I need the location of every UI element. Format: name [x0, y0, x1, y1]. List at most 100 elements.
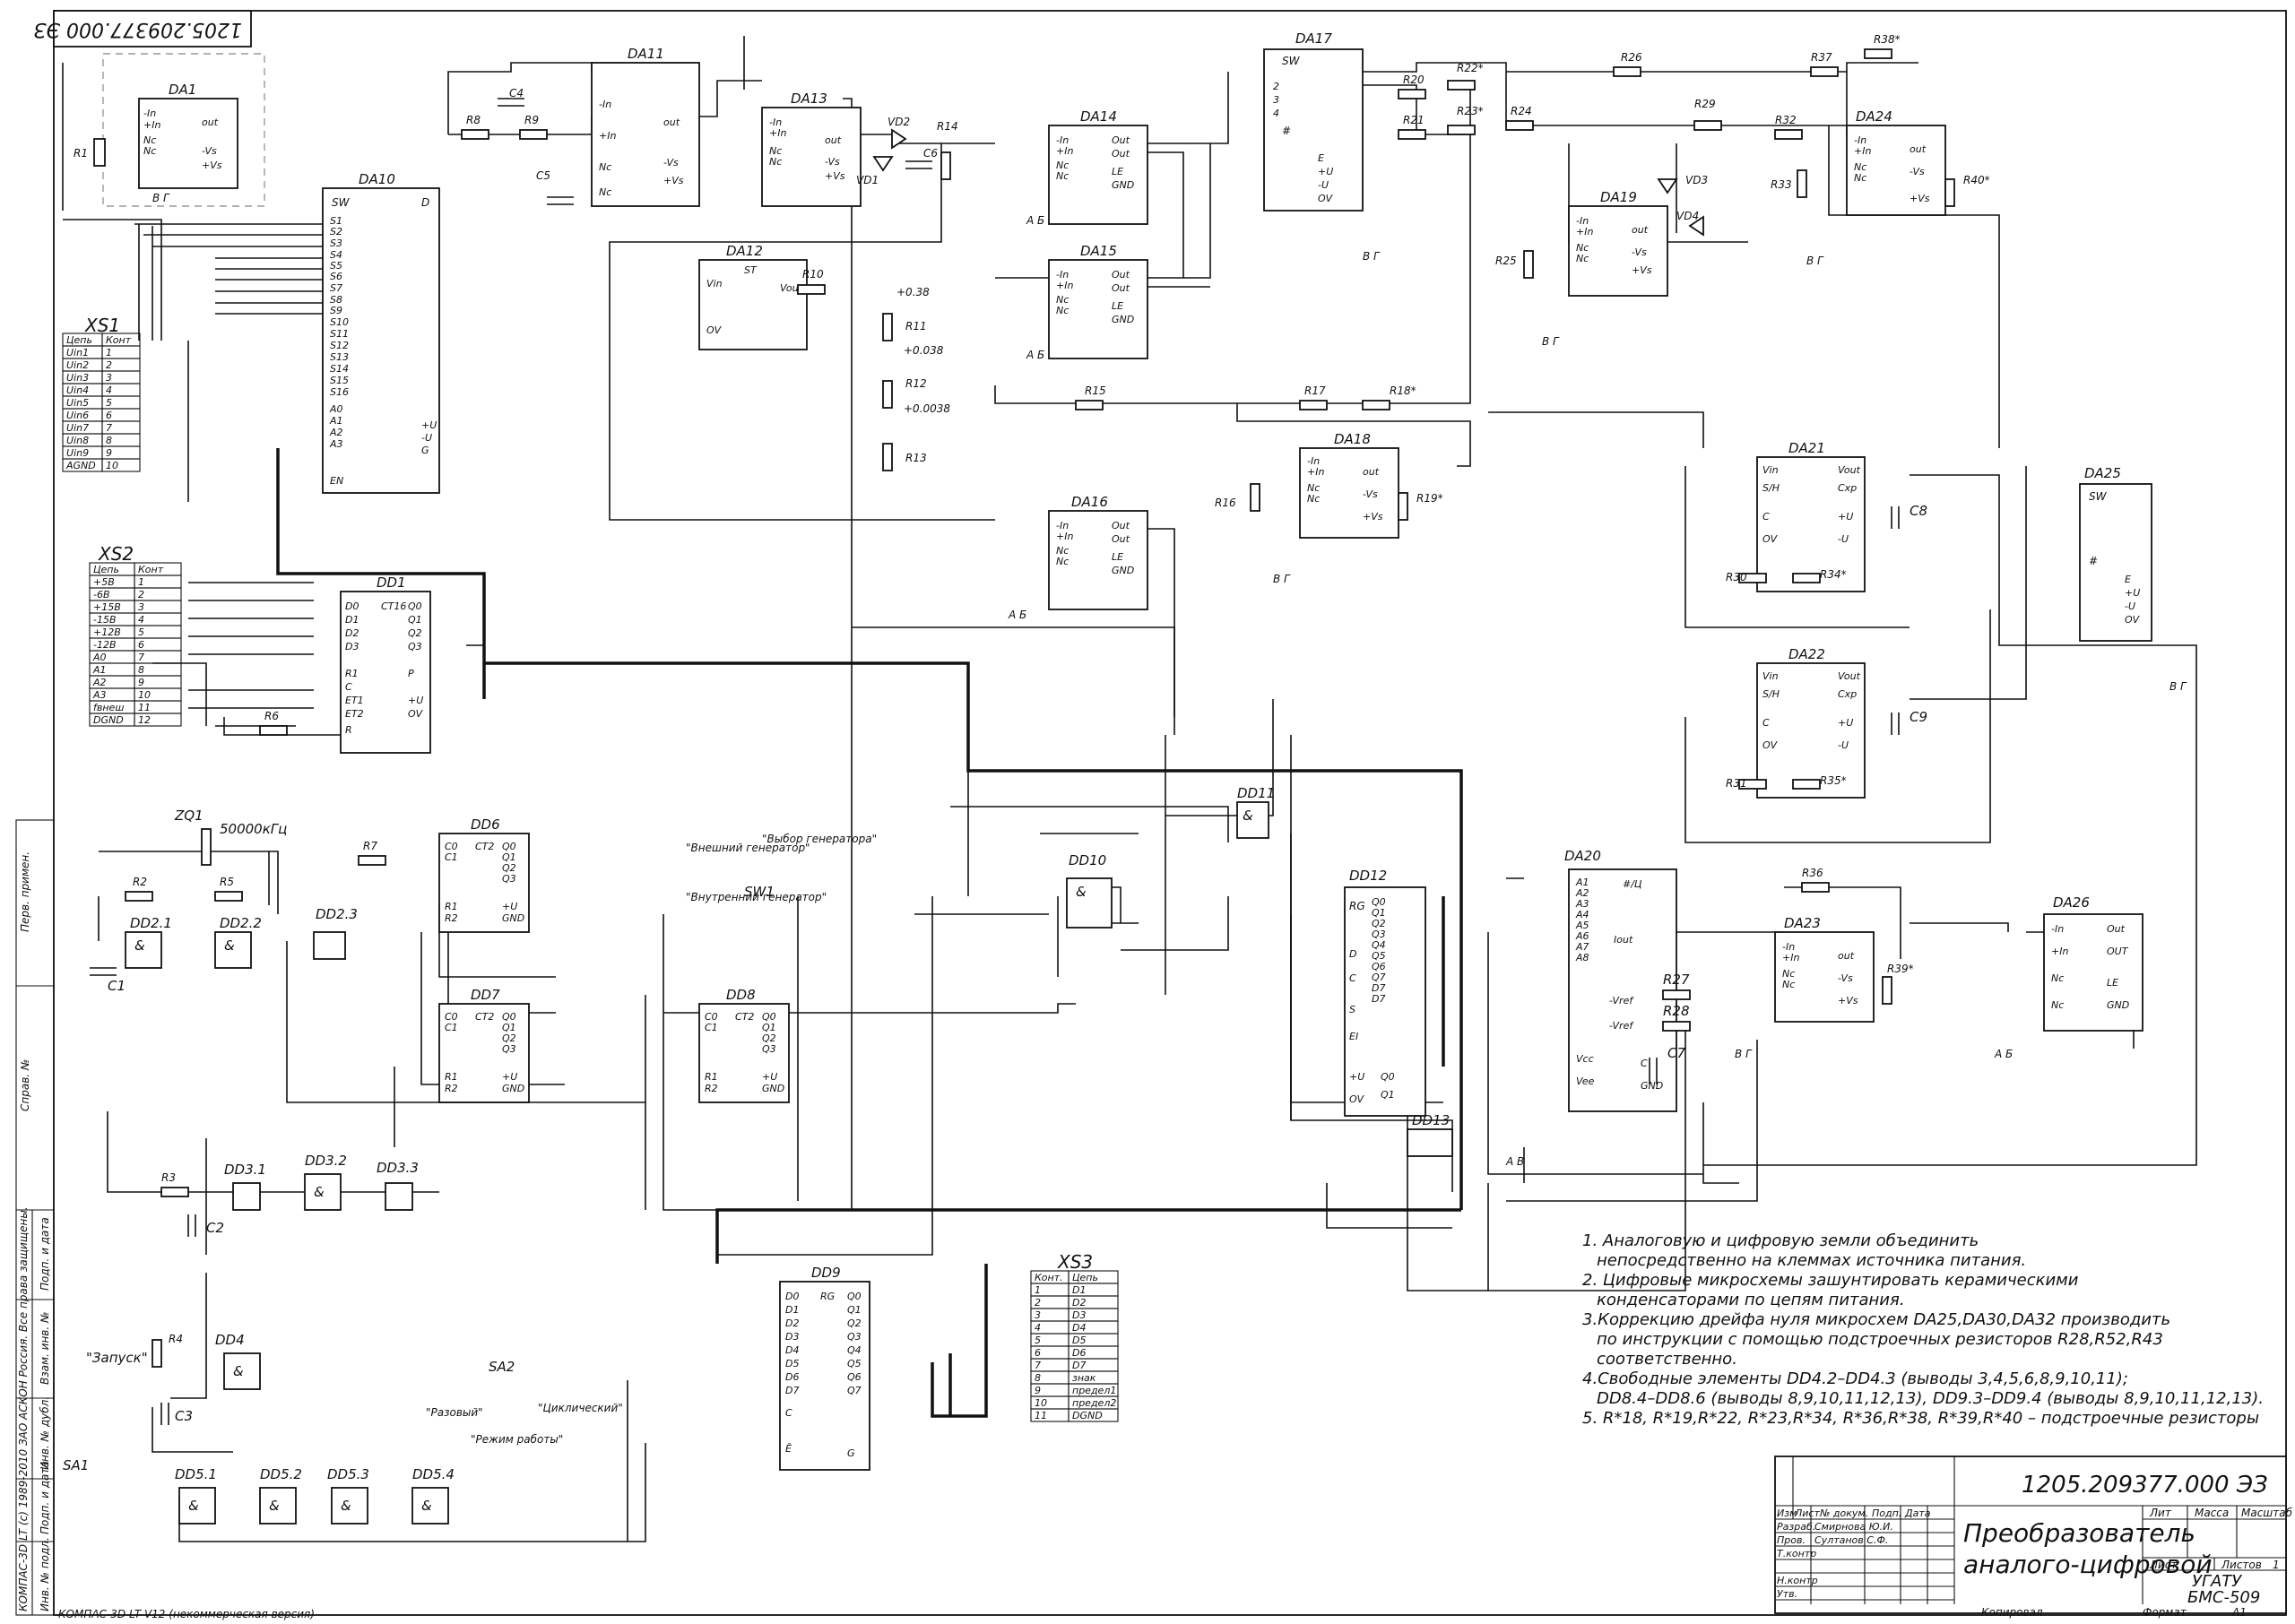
- svg-text:S16: S16: [330, 386, 349, 398]
- xs1-cell: AGND: [65, 460, 96, 471]
- svg-text:Iout: Iout: [1614, 934, 1633, 946]
- svg-text:Q1: Q1: [1372, 907, 1386, 919]
- svg-text:+U: +U: [502, 1071, 517, 1083]
- dd2-3-label: DD2.3: [316, 906, 358, 922]
- svg-text:-In: -In: [1782, 941, 1795, 953]
- svg-text:-Vs: -Vs: [1363, 488, 1378, 500]
- svg-text:S14: S14: [330, 363, 349, 375]
- xs2-cell: 7: [138, 652, 144, 663]
- svg-text:-In: -In: [1056, 269, 1069, 281]
- svg-text:Nc: Nc: [1782, 968, 1795, 980]
- xs2-cell: 1: [138, 576, 144, 588]
- svg-text:Q2: Q2: [847, 1317, 862, 1329]
- xs3-cell: D5: [1072, 1335, 1086, 1346]
- svg-text:Nc: Nc: [1307, 493, 1320, 505]
- svg-text:GND: GND: [1112, 565, 1134, 576]
- svg-text:Vout: Vout: [1838, 464, 1861, 476]
- svg-text:OV: OV: [1318, 193, 1334, 204]
- svg-text:A7: A7: [1575, 941, 1589, 953]
- svg-text:EI: EI: [1349, 1031, 1358, 1042]
- svg-text:out: out: [1910, 143, 1927, 155]
- xs3-cell: 8: [1035, 1372, 1041, 1384]
- svg-text:-Vs: -Vs: [1838, 972, 1853, 984]
- dd12-label: DD12: [1349, 868, 1387, 884]
- xs3-cell: 1: [1035, 1284, 1041, 1296]
- da25-vg: В Г: [2169, 680, 2187, 693]
- svg-text:&: &: [134, 937, 145, 954]
- stamp-title-line1: Преобразователь: [1963, 1518, 2195, 1548]
- svg-text:R1: R1: [345, 668, 359, 679]
- svg-text:Nc: Nc: [1056, 294, 1069, 306]
- svg-text:CT2: CT2: [475, 841, 494, 852]
- svg-text:-U: -U: [421, 432, 432, 444]
- xs3-cell: 9: [1035, 1385, 1041, 1396]
- svg-text:A2: A2: [1575, 887, 1589, 899]
- svg-text:+In: +In: [1576, 226, 1593, 238]
- dd5-2-label: DD5.2: [260, 1466, 302, 1482]
- svg-text:D0: D0: [785, 1291, 799, 1302]
- svg-text:Vin: Vin: [1762, 670, 1779, 682]
- svg-text:-U: -U: [1838, 739, 1849, 751]
- svg-text:+U: +U: [762, 1071, 777, 1083]
- svg-text:R36: R36: [1802, 867, 1823, 879]
- xs1-cell: Uin8: [66, 435, 89, 446]
- da15-label: DA15: [1080, 243, 1117, 259]
- dd2-3-box: [313, 931, 346, 960]
- svg-text:D5: D5: [785, 1358, 799, 1369]
- svg-text:Н.контр: Н.контр: [1777, 1575, 1818, 1586]
- svg-text:R10: R10: [802, 268, 824, 281]
- svg-text:Q0: Q0: [502, 1011, 516, 1023]
- svg-text:GND: GND: [1112, 314, 1134, 325]
- svg-text:Nc: Nc: [1854, 172, 1866, 184]
- da11-box: [591, 62, 700, 207]
- svg-text:C0: C0: [705, 1011, 718, 1023]
- svg-text:D3: D3: [345, 641, 359, 652]
- svg-text:S12: S12: [330, 340, 349, 351]
- svg-text:OUT: OUT: [2107, 946, 2129, 957]
- svg-text:+U: +U: [421, 419, 437, 431]
- svg-text:Q2: Q2: [762, 1032, 776, 1044]
- svg-text:GND: GND: [502, 912, 524, 924]
- stamp-group: БМС-509: [2187, 1588, 2260, 1607]
- svg-text:Nc: Nc: [1576, 242, 1589, 254]
- svg-text:D6: D6: [785, 1371, 799, 1383]
- da20-ab: А В: [1505, 1155, 1524, 1168]
- svg-text:A0: A0: [329, 403, 343, 415]
- capacitors: C1 C2 C3 C4 C5 C6 C7 C8 C9: [90, 87, 1927, 1425]
- footer-software: КОМПАС-3D LT V12 (некоммерческая версия): [58, 1608, 315, 1620]
- zq1-label: ZQ1: [174, 808, 204, 824]
- side-vzam-inv: Взам. инв. №: [39, 1312, 51, 1385]
- dd11-box: [1236, 801, 1269, 839]
- svg-text:Q2: Q2: [502, 1032, 516, 1044]
- note-line: конденсаторами по цепям питания.: [1597, 1291, 1905, 1309]
- svg-text:Vout: Vout: [1838, 670, 1861, 682]
- svg-text:OV: OV: [2125, 614, 2141, 626]
- dd5-4-label: DD5.4: [412, 1466, 455, 1482]
- dd1-label: DD1: [377, 574, 406, 591]
- svg-text:+U: +U: [1838, 717, 1853, 729]
- svg-text:-U: -U: [1838, 533, 1849, 545]
- xs1-label: XS1: [84, 315, 120, 336]
- da22-label: DA22: [1788, 646, 1825, 662]
- svg-text:Nc: Nc: [599, 161, 611, 173]
- svg-text:Дата: Дата: [1904, 1507, 1931, 1519]
- svg-text:Out: Out: [1112, 134, 1130, 146]
- svg-text:+In: +In: [599, 130, 616, 142]
- xs3-header-row: Конт.Цепь: [1030, 1270, 1119, 1284]
- da23-box: [1774, 931, 1875, 1023]
- note-line: непосредственно на клеммах источника пит…: [1597, 1251, 2026, 1270]
- svg-text:G: G: [847, 1447, 855, 1459]
- dd5-2-box: [259, 1487, 297, 1525]
- wires: [62, 36, 2197, 1542]
- zq1-frequency: 50000кГц: [220, 821, 287, 837]
- svg-text:+Vs: +Vs: [825, 170, 845, 182]
- dd3-1-label: DD3.1: [224, 1162, 266, 1178]
- xs2-cell: A1: [92, 664, 107, 676]
